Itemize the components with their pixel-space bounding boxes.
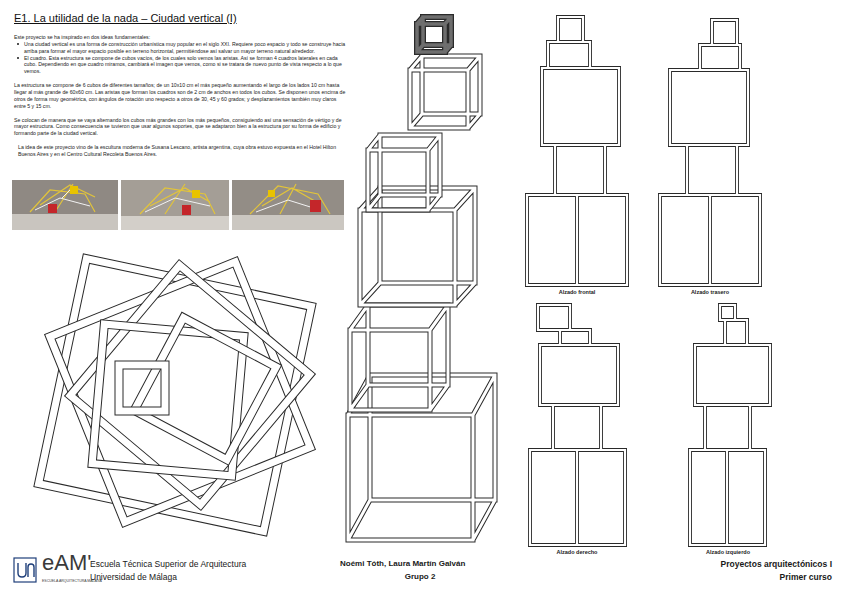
sculpture-lines: [35, 188, 90, 210]
cube-frame-dark: [417, 17, 451, 52]
cube-plan-frame: [134, 318, 276, 460]
elevation-front: [527, 17, 627, 285]
photo-plinth: [12, 214, 118, 230]
perspective-tower: [348, 17, 495, 540]
cube-plan-frame: [134, 318, 276, 460]
cube-frame: [410, 56, 480, 128]
body-text: La idea de este proyecto vino de la escu…: [14, 144, 346, 158]
plan-view: [39, 259, 312, 532]
sculpture-block: [268, 190, 275, 197]
logo-mark: [18, 563, 34, 577]
footer-text: Primer curso: [630, 572, 832, 583]
elevation-back: [660, 20, 760, 285]
cube-plan-frame: [50, 262, 310, 522]
elevation-left: [690, 305, 770, 545]
cube-frame: [368, 135, 440, 210]
sculpture-lines: [250, 184, 330, 214]
cube-frame: [368, 135, 440, 210]
footer-text: Noémi Tóth, Laura Martín Galván: [340, 559, 510, 569]
cube-frame: [350, 305, 448, 410]
photo: [232, 180, 344, 230]
bullet-text: El cuadro. Esta estructura se compone de…: [14, 55, 346, 76]
cube-frame: [360, 188, 475, 305]
cube-frame: [360, 188, 475, 305]
logo-frame: [14, 558, 36, 582]
sculpture-block: [192, 190, 200, 198]
logo-text: eAM': [42, 552, 92, 574]
cube-frame-dark: [417, 17, 451, 52]
body-text: Se colocan de manera que se vaya alterna…: [14, 117, 346, 138]
poster-title: E1. La utilidad de la nada – Ciudad vert…: [14, 12, 237, 26]
photo: [121, 180, 229, 230]
sculpture-block: [70, 186, 78, 194]
elevation-right: [530, 305, 625, 545]
elevation-caption: Alzado izquierdo: [688, 549, 768, 556]
photo-plinth: [121, 216, 229, 230]
elevations: [527, 17, 770, 545]
cube-frame: [348, 375, 495, 540]
elevation-caption: Alzado trasero: [670, 289, 750, 296]
sculpture-block: [182, 205, 191, 215]
photo-strip: [12, 180, 344, 230]
cube-plan-frame: [39, 259, 312, 532]
photo-plinth: [232, 215, 344, 230]
cube-frame: [348, 375, 495, 540]
cube-plan-frame: [39, 259, 312, 532]
cube-frame: [350, 305, 448, 410]
elevation-left: [690, 305, 770, 545]
bullet-text: Una ciudad vertical es una forma de cons…: [14, 41, 346, 55]
elevation-caption: Alzado frontal: [537, 289, 617, 296]
elevation-caption: Alzado derecho: [537, 549, 617, 556]
cube-plan-frame: [70, 265, 310, 505]
elevation-back: [660, 20, 760, 285]
elevation-right: [530, 305, 625, 545]
footer-text: Proyectos arquitectónicos I: [630, 559, 832, 570]
elevation-front: [527, 17, 627, 285]
sculpture-block: [48, 204, 57, 213]
sculpture-lines: [30, 184, 95, 212]
cube-frame: [410, 56, 480, 128]
photo: [12, 180, 118, 230]
cube-plan-frame: [70, 265, 310, 505]
sculpture-lines: [145, 198, 210, 212]
sculpture-lines: [140, 184, 215, 214]
footer-text: Escuela Técnica Superior de Arquitectura: [90, 559, 330, 570]
footer-text: Universidad de Málaga: [90, 572, 330, 583]
text-column: Este proyecto se ha inspirado en dos ide…: [14, 34, 346, 158]
university-logo: [14, 558, 36, 582]
body-text: Este proyecto se ha inspirado en dos ide…: [14, 34, 346, 41]
footer-text: Grupo 2: [380, 572, 460, 582]
cube-plan-frame: [50, 262, 310, 522]
cube-plan-frame: [119, 365, 165, 411]
cube-plan-frame: [119, 365, 165, 411]
body-text: La estructura se compone de 6 cubos de d…: [14, 82, 346, 109]
sculpture-lines: [256, 200, 320, 212]
sculpture-block: [310, 200, 321, 212]
